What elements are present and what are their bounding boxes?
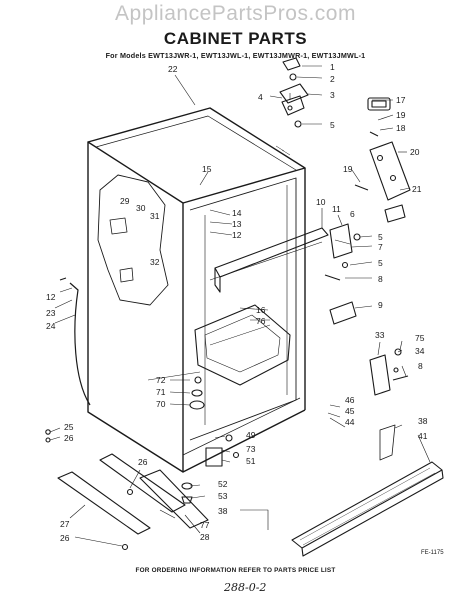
callout-labels: 1 2 3 4 5 6 5 7 5 8 9 10 11 12 12 13 14 …	[46, 62, 428, 543]
callout-72: 72	[156, 375, 166, 385]
callout-26-left: 26	[64, 433, 74, 443]
callout-18: 18	[396, 123, 406, 133]
callout-71: 71	[156, 387, 166, 397]
callout-3: 3	[330, 90, 335, 100]
figure-code: FE-1175	[421, 550, 444, 556]
callout-1: 1	[330, 62, 335, 72]
leader-lines	[49, 65, 431, 547]
callout-38-bottom: 38	[218, 506, 228, 516]
callout-7: 7	[378, 242, 383, 252]
callout-16: 16	[256, 305, 266, 315]
drain-assembly	[147, 371, 205, 410]
handwritten-note: 288-0-2	[224, 581, 267, 594]
callout-44: 44	[345, 417, 355, 427]
callout-24: 24	[46, 321, 56, 331]
hinge-assembly	[279, 57, 309, 128]
callout-45: 45	[345, 406, 355, 416]
kick-plate-grille	[291, 424, 444, 557]
callout-30: 30	[136, 203, 146, 213]
callout-5-low: 5	[378, 258, 383, 268]
callout-26-mid: 26	[138, 457, 148, 467]
callout-25: 25	[64, 422, 74, 432]
callout-6: 6	[350, 209, 355, 219]
callout-31: 31	[150, 211, 160, 221]
model-list: For Models EWT13JWR-1, EWT13JWL-1, EWT13…	[105, 51, 366, 60]
callout-77: 77	[200, 520, 210, 530]
callout-21: 21	[412, 184, 422, 194]
callout-26-bottom: 26	[60, 533, 70, 543]
callout-46: 46	[345, 395, 355, 405]
callout-9: 9	[378, 300, 383, 310]
callout-29: 29	[120, 196, 130, 206]
callout-76: 76	[256, 316, 266, 326]
callout-52: 52	[218, 479, 228, 489]
callout-73: 73	[246, 444, 256, 454]
callout-19-upper: 19	[396, 110, 406, 120]
ordering-note: FOR ORDERING INFORMATION REFER TO PARTS …	[135, 567, 336, 574]
callout-33: 33	[375, 330, 385, 340]
callout-15: 15	[202, 164, 212, 174]
callout-34: 34	[415, 346, 425, 356]
callout-38-right: 38	[418, 416, 428, 426]
callout-22: 22	[168, 64, 178, 74]
leveling-hardware	[181, 434, 240, 504]
watermark: AppliancePartsPros.com	[115, 2, 356, 25]
callout-10: 10	[316, 197, 326, 207]
callout-49: 49	[246, 430, 256, 440]
callout-53: 53	[218, 491, 228, 501]
callout-27: 27	[60, 519, 70, 529]
callout-11: 11	[332, 204, 341, 214]
drip-tray	[194, 304, 291, 386]
callout-4: 4	[258, 92, 263, 102]
callout-70: 70	[156, 399, 166, 409]
callout-17: 17	[396, 95, 406, 105]
callout-8-lower: 8	[418, 361, 423, 371]
callout-41: 41	[418, 431, 428, 441]
callout-12-mid: 12	[232, 230, 242, 240]
callout-12-left: 12	[46, 292, 56, 302]
callout-28: 28	[200, 532, 210, 542]
callout-23: 23	[46, 308, 56, 318]
callout-32: 32	[150, 257, 160, 267]
callout-19-lower: 19	[343, 164, 353, 174]
callout-13: 13	[232, 219, 242, 229]
callout-2: 2	[330, 74, 335, 84]
power-cord	[59, 277, 91, 406]
callout-51: 51	[246, 456, 256, 466]
cabinet-body	[87, 107, 306, 473]
left-screws	[45, 217, 134, 443]
callout-75: 75	[415, 333, 425, 343]
upper-rail	[209, 227, 329, 293]
right-hinge-bracket	[354, 97, 411, 223]
callout-14: 14	[232, 208, 242, 218]
page-title: CABINET PARTS	[163, 29, 308, 48]
callout-20: 20	[410, 147, 420, 157]
callout-5-top: 5	[330, 120, 335, 130]
callout-5-mid: 5	[378, 232, 383, 242]
lower-hinge-bracket	[369, 348, 409, 396]
callout-8-upper: 8	[378, 274, 383, 284]
center-hinge-hardware	[324, 223, 361, 325]
bottom-rails	[57, 453, 209, 551]
